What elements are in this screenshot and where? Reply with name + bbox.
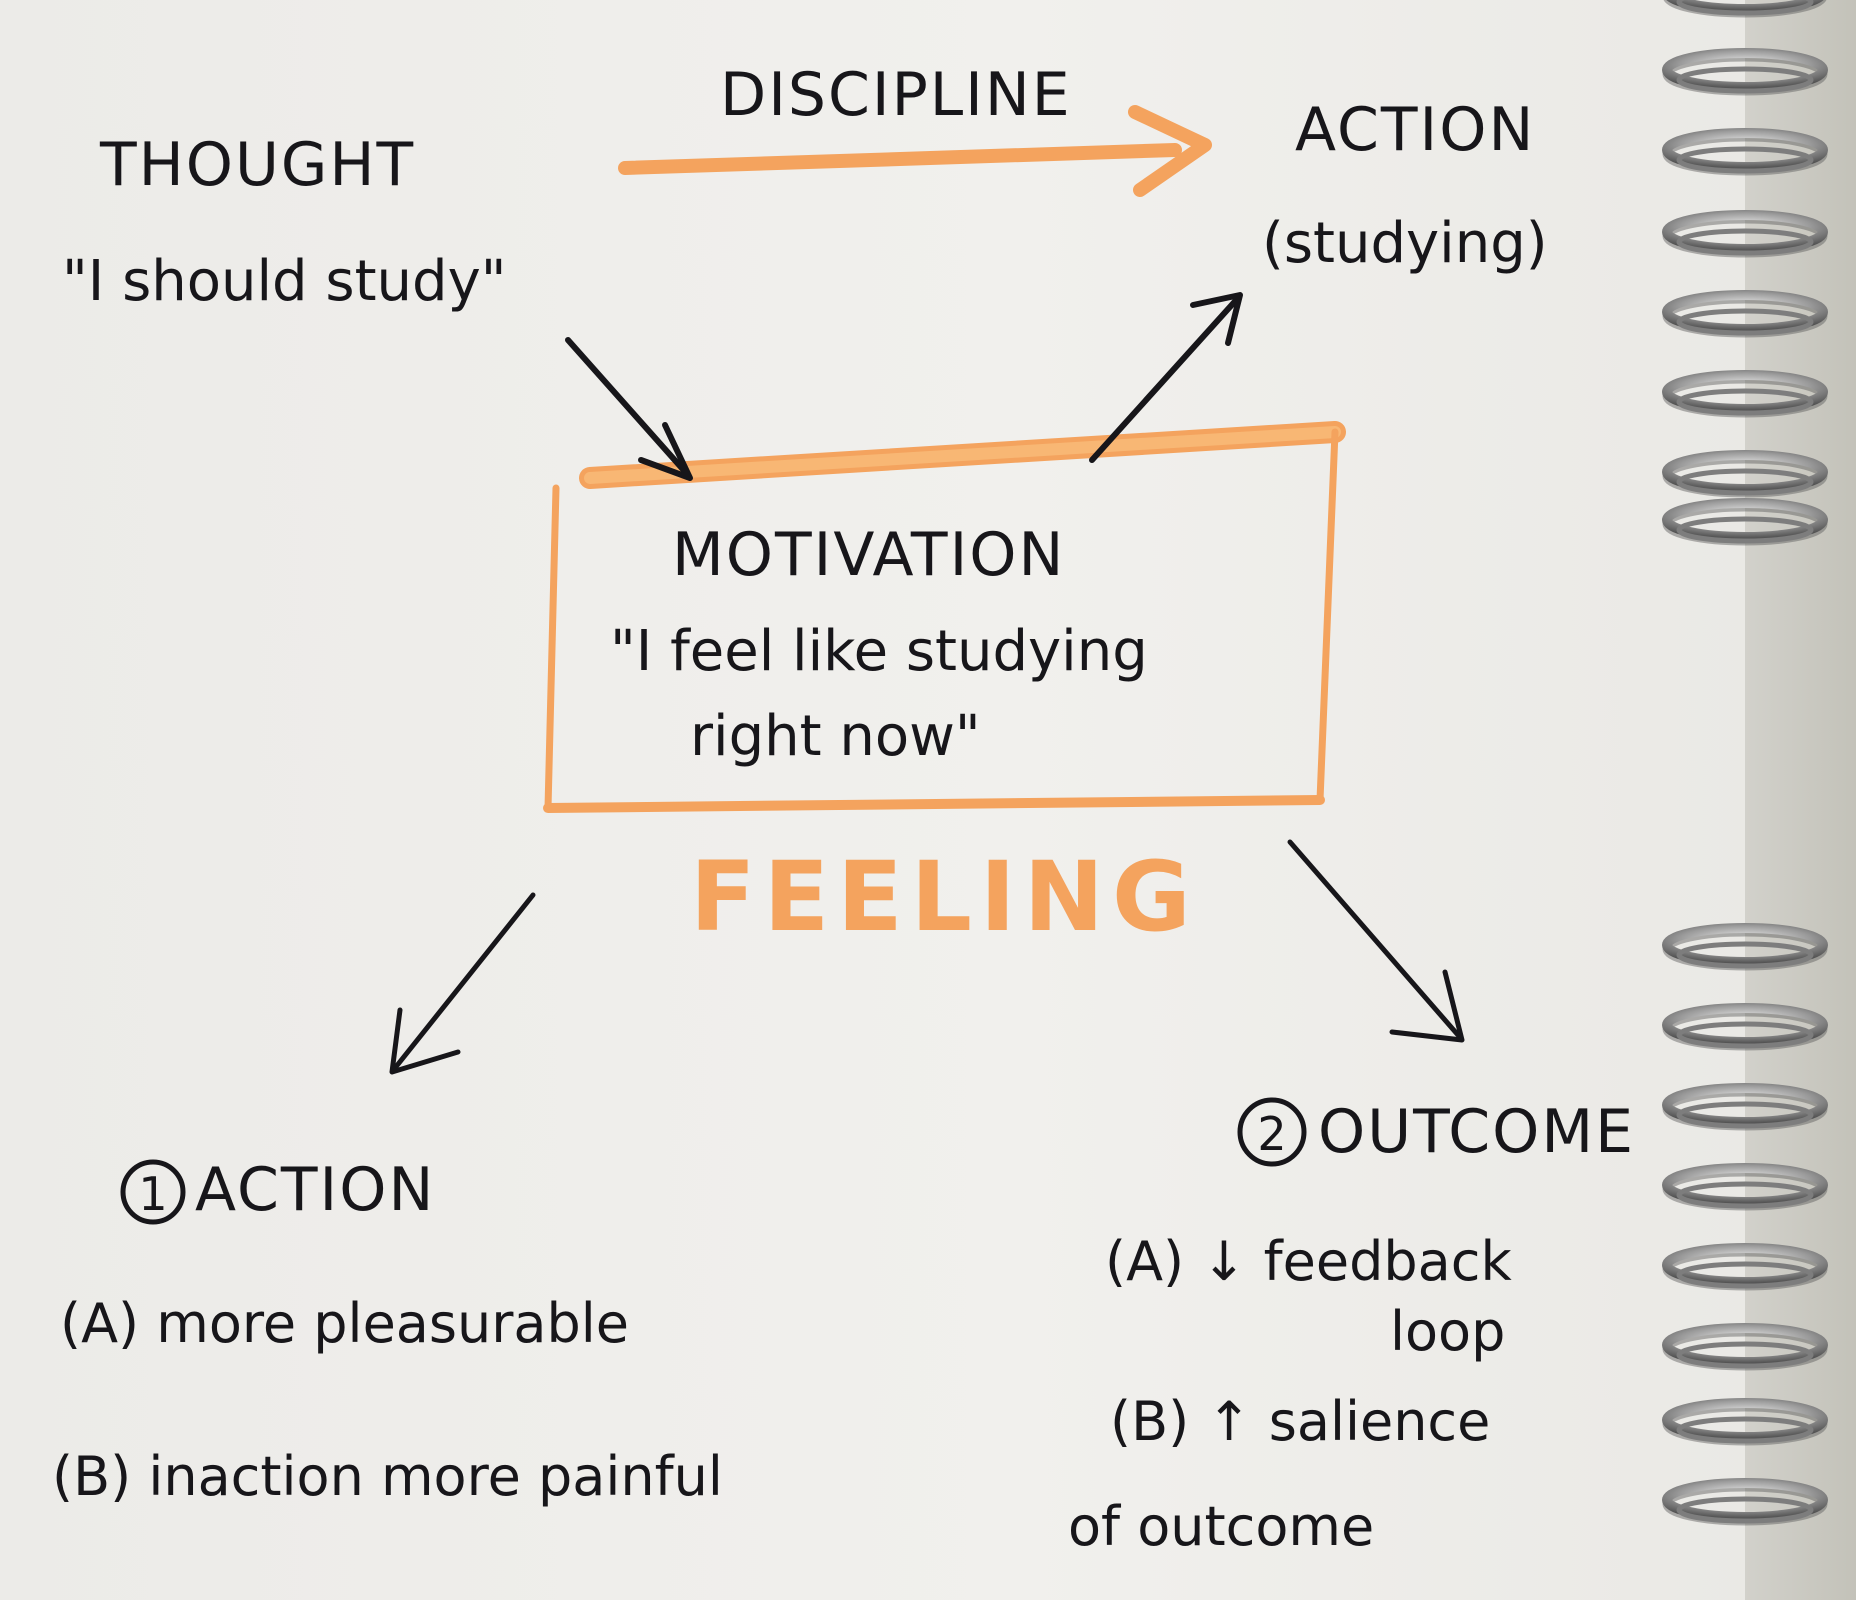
action-subtitle: (studying) — [1262, 211, 1548, 276]
action-title: ACTION — [1295, 95, 1535, 165]
number-two-label: 2 — [1257, 1107, 1286, 1161]
spiral-ring — [1662, 290, 1828, 338]
spiral-ring — [1662, 1478, 1828, 1526]
spiral-ring — [1662, 370, 1828, 418]
motivation-box — [543, 421, 1346, 813]
spiral-ring — [1662, 923, 1828, 971]
discipline-label: DISCIPLINE — [720, 60, 1072, 130]
number-one-label: 1 — [138, 1167, 167, 1221]
spiral-ring — [1662, 450, 1828, 498]
spiral-binding-top — [1662, 0, 1828, 546]
spiral-ring — [1662, 1243, 1828, 1291]
outcome-item-a-line-1: (A) ↓ feedback — [1105, 1230, 1512, 1293]
action-item-b: (B) inaction more painful — [52, 1445, 723, 1508]
thought-title: THOUGHT — [99, 130, 415, 200]
action-item-a: (A) more pleasurable — [60, 1292, 629, 1355]
spiral-ring — [1662, 1323, 1828, 1371]
spiral-ring — [1662, 1003, 1828, 1051]
outcome-item-a-line-2: loop — [1390, 1300, 1505, 1363]
discipline-arrow — [618, 105, 1212, 197]
motivation-quote-line-2: right now" — [690, 704, 981, 769]
spiral-ring — [1662, 48, 1828, 96]
motivation-quote-line-1: "I feel like studying — [610, 619, 1148, 684]
spiral-ring — [1663, 0, 1827, 18]
spiral-ring — [1662, 498, 1828, 546]
action-list-title: ACTION — [195, 1155, 435, 1225]
thought-quote: "I should study" — [62, 249, 506, 314]
spiral-ring — [1662, 128, 1828, 176]
spiral-ring — [1662, 210, 1828, 258]
feeling-to-action-arrow — [389, 892, 536, 1075]
motivation-title: MOTIVATION — [672, 520, 1065, 590]
spiral-ring — [1662, 1083, 1828, 1131]
spiral-binding-bottom — [1662, 923, 1828, 1526]
outcome-list-title: OUTCOME — [1318, 1097, 1635, 1167]
outcome-item-b-line-1: (B) ↑ salience — [1110, 1390, 1490, 1453]
number-one-circle — [120, 1159, 186, 1225]
motivation-to-action-arrow — [1089, 292, 1243, 463]
number-two-circle — [1237, 1097, 1307, 1167]
spiral-ring — [1662, 1163, 1828, 1211]
outcome-item-b-line-2: of outcome — [1068, 1495, 1374, 1558]
spiral-ring — [1662, 1398, 1828, 1446]
feeling-to-outcome-arrow — [1287, 839, 1465, 1043]
feeling-label: FEELING — [690, 841, 1199, 953]
thought-to-motivation-arrow — [565, 337, 693, 481]
